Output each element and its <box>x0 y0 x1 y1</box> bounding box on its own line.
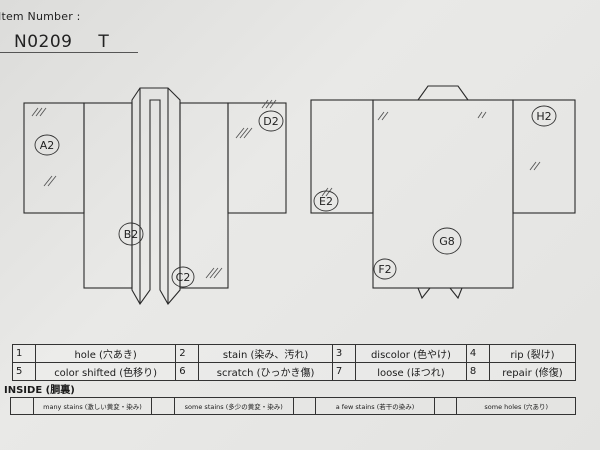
inside-checkbox-few-stains[interactable] <box>294 398 317 414</box>
front-collar <box>131 87 181 306</box>
legend-number: 8 <box>465 362 490 381</box>
item-code: N0209 <box>14 32 73 52</box>
front-left-panel <box>83 102 133 289</box>
inside-option-some-stains: some stains (多少の黄変・染み) <box>175 398 294 414</box>
back-mark-circle-g8 <box>432 227 462 255</box>
hatch-marks <box>31 99 541 279</box>
item-number-underline <box>0 52 138 53</box>
legend-number: 3 <box>331 344 356 363</box>
item-suffix: T <box>98 32 110 52</box>
legend-description: stain (染み、汚れ) <box>198 344 333 363</box>
item-number-label: Item Number : <box>0 10 81 23</box>
back-body <box>372 99 514 289</box>
mark-b2: B2 <box>124 228 139 241</box>
mark-h2: H2 <box>536 110 551 123</box>
inside-options-row: many stains (激しい黄変・染み) some stains (多少の黄… <box>10 397 576 415</box>
front-mark-circle-b2 <box>118 222 144 246</box>
inside-checkbox-some-stains[interactable] <box>152 398 175 414</box>
mark-e2: E2 <box>319 195 333 208</box>
legend-description: scratch (ひっかき傷) <box>198 362 333 381</box>
legend-number: 2 <box>175 344 200 363</box>
inside-checkbox-many-stains[interactable] <box>11 398 34 414</box>
table-row: 5 color shifted (色移り) 6 scratch (ひっかき傷) … <box>12 362 577 381</box>
front-mark-circle-d2 <box>258 110 284 132</box>
legend-description: rip (裂け) <box>488 344 577 363</box>
inside-option-few-stains: a few stains (若干の染み) <box>316 398 435 414</box>
back-hem-ties <box>417 287 463 300</box>
front-view <box>23 87 287 306</box>
legend-description: loose (ほつれ) <box>354 362 467 381</box>
legend-number: 1 <box>12 344 36 363</box>
item-number-value: N0209 T <box>14 32 109 52</box>
table-row: 1 hole (穴あき) 2 stain (染み、汚れ) 3 discolor … <box>12 344 577 363</box>
legend-description: repair (修復) <box>488 362 577 381</box>
mark-a2: A2 <box>40 139 55 152</box>
mark-g8: G8 <box>439 235 455 248</box>
legend-number: 5 <box>12 362 36 381</box>
legend-number: 7 <box>331 362 356 381</box>
inside-option-some-holes: some holes (穴あり) <box>484 403 549 411</box>
front-right-panel <box>179 102 229 289</box>
front-left-sleeve <box>23 102 85 214</box>
back-mark-circle-f2 <box>373 258 397 280</box>
inside-label: INSIDE (胴裏) <box>4 385 75 396</box>
inside-option-many-stains: many stains (激しい黄変・染み) <box>34 398 153 414</box>
back-right-sleeve <box>512 99 576 214</box>
legend-description: discolor (色やけ) <box>354 344 467 363</box>
garment-diagram: A2 D2 B2 C2 H2 E2 G8 F2 <box>23 85 576 306</box>
front-right-sleeve <box>227 102 287 214</box>
back-collar <box>417 85 469 101</box>
back-mark-circle-e2 <box>313 190 339 212</box>
mark-f2: F2 <box>378 263 391 276</box>
legend-number: 6 <box>175 362 200 381</box>
mark-d2: D2 <box>263 115 278 128</box>
front-mark-circle-a2 <box>34 134 60 156</box>
legend-description: color shifted (色移り) <box>34 362 177 381</box>
back-view <box>310 85 576 300</box>
legend-number: 4 <box>465 344 490 363</box>
back-mark-circle-h2 <box>531 105 557 127</box>
inside-checkbox-some-holes[interactable] <box>435 398 458 414</box>
legend-description: hole (穴あき) <box>34 344 177 363</box>
mark-c2: C2 <box>176 271 191 284</box>
defect-legend-table: 1 hole (穴あき) 2 stain (染み、汚れ) 3 discolor … <box>12 344 577 381</box>
front-mark-circle-c2 <box>171 266 195 288</box>
